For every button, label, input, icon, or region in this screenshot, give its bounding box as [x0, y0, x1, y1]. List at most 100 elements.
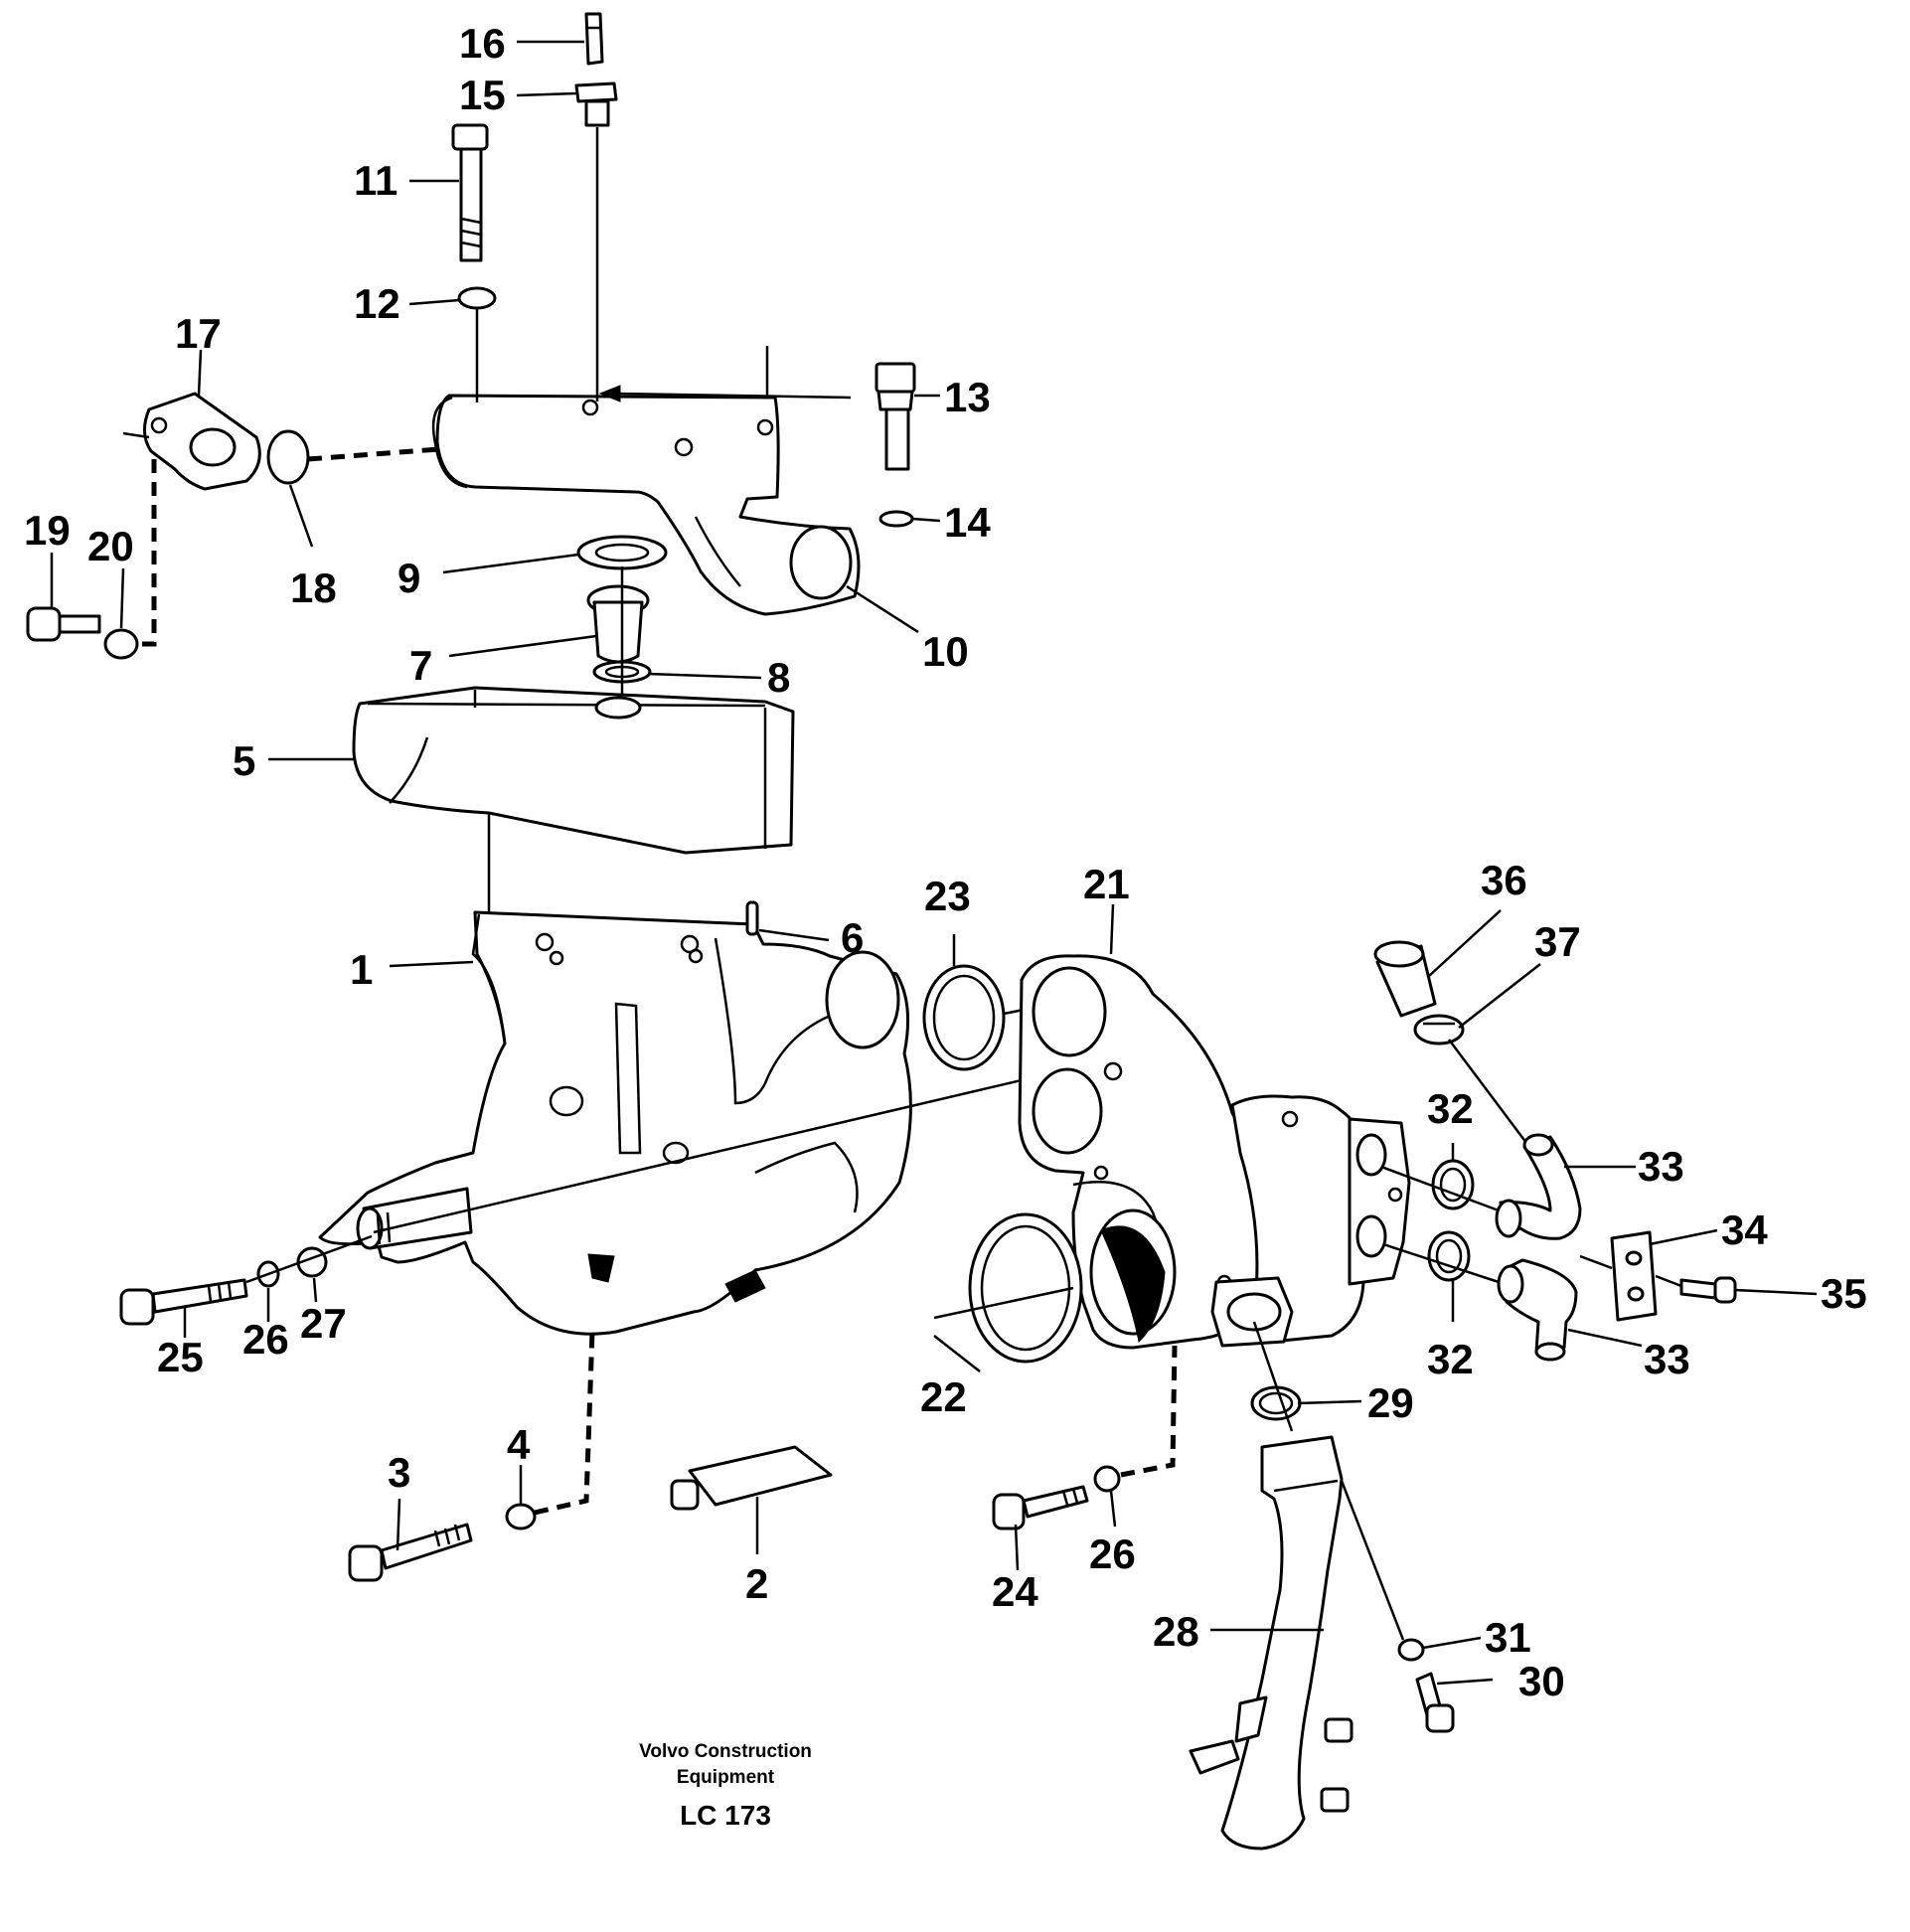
leader-30	[1436, 1678, 1494, 1686]
axis-line-32-upper	[1380, 1165, 1500, 1212]
dashed-line-17-20	[137, 459, 157, 647]
callout-5: 5	[233, 737, 255, 784]
callout-8: 8	[767, 654, 790, 701]
part-2-sealant-tube	[670, 1445, 833, 1511]
callout-34: 34	[1721, 1207, 1768, 1253]
callout-25: 25	[157, 1334, 204, 1380]
part-23-o-ring	[922, 964, 1006, 1071]
leader-37	[1458, 963, 1541, 1029]
callout-11: 11	[354, 157, 398, 204]
arrow-13	[598, 385, 621, 402]
callout-24: 24	[992, 1568, 1038, 1615]
callout-26-right: 26	[1089, 1530, 1136, 1577]
part-10-thermostat-housing	[431, 394, 861, 616]
axis-line-outlet-to-28	[1252, 1321, 1294, 1432]
callout-31: 31	[1485, 1614, 1531, 1661]
callout-37: 37	[1534, 918, 1581, 965]
part-3-bolt	[348, 1523, 473, 1582]
callout-36: 36	[1481, 857, 1527, 903]
part-28-pipe	[1189, 1435, 1353, 1851]
leader-3	[396, 1498, 401, 1551]
part-1-pump-housing	[318, 910, 912, 1336]
leader-27	[312, 1277, 318, 1303]
callout-33-lower: 33	[1644, 1336, 1690, 1382]
part-12-washer	[457, 286, 497, 310]
callout-29: 29	[1367, 1379, 1414, 1426]
leader-7	[448, 634, 597, 658]
callout-32-upper: 32	[1427, 1085, 1474, 1132]
callout-7: 7	[409, 642, 432, 689]
leader-17	[197, 349, 203, 397]
part-18-o-ring	[266, 429, 310, 485]
callout-30: 30	[1518, 1658, 1565, 1704]
callout-26-left: 26	[242, 1316, 289, 1363]
part-33-hose-upper	[1495, 1133, 1582, 1240]
part-33-hose-lower	[1497, 1258, 1578, 1362]
part-31-washer	[1397, 1638, 1425, 1662]
part-25-bolt	[119, 1278, 248, 1326]
callout-22: 22	[920, 1373, 967, 1420]
axis-line-34	[1579, 1254, 1613, 1270]
leader-10	[846, 584, 919, 634]
callout-18: 18	[290, 564, 337, 611]
callout-19: 19	[24, 507, 71, 554]
callout-21: 21	[1083, 861, 1130, 907]
leader-34	[1649, 1228, 1718, 1246]
callout-35: 35	[1821, 1270, 1867, 1317]
dashed-line-18-housing	[307, 446, 440, 462]
callout-32-lower: 32	[1427, 1336, 1474, 1382]
callout-17: 17	[175, 310, 222, 357]
part-37-hose-clamp	[1413, 1014, 1465, 1046]
dashed-line-26-cover	[1120, 1345, 1178, 1478]
callout-13: 13	[944, 374, 991, 420]
axis-line-32-lower	[1382, 1242, 1500, 1284]
callout-1: 1	[350, 946, 373, 993]
leader-21	[1109, 903, 1115, 955]
part-36-hose-cap	[1373, 940, 1437, 1018]
callout-9: 9	[398, 555, 420, 601]
leader-15	[516, 91, 577, 97]
pump-rear-housing	[1230, 1094, 1411, 1344]
part-24-bolt	[992, 1485, 1089, 1530]
callout-16: 16	[459, 20, 506, 67]
part-15-nut	[574, 81, 618, 127]
callout-2: 2	[745, 1560, 768, 1607]
callout-14: 14	[944, 499, 991, 546]
leader-6	[758, 928, 830, 942]
callout-15: 15	[459, 72, 506, 118]
part-35-screw	[1679, 1276, 1737, 1304]
part-11-bolt	[451, 123, 489, 262]
axis-line-35	[1655, 1274, 1682, 1288]
leader-22	[933, 1335, 981, 1372]
leader-13-arrow	[613, 392, 852, 400]
part-19-bolt	[26, 606, 101, 642]
callout-6: 6	[841, 914, 864, 961]
leader-18	[288, 484, 314, 548]
axis-line-28-to-31	[1340, 1480, 1405, 1641]
part-7-thermostat	[586, 584, 650, 664]
axis-line-22-to-21	[933, 1286, 1074, 1320]
axis-line-25-to-body	[245, 1234, 373, 1284]
leader-33-lower	[1567, 1328, 1643, 1348]
leader-12	[408, 298, 460, 306]
leader-8	[647, 672, 762, 680]
leader-24	[1014, 1524, 1020, 1571]
leader-9	[442, 553, 579, 574]
part-16-sensor-pin	[584, 12, 604, 66]
part-13-temperature-sensor	[875, 362, 916, 471]
callout-23: 23	[924, 873, 971, 919]
part-22-o-ring	[968, 1212, 1083, 1364]
part-30-bolt	[1415, 1672, 1455, 1733]
part-26-washer-right	[1093, 1465, 1121, 1493]
part-5-housing-cover	[352, 686, 795, 855]
footer-company-line1: Volvo Construction	[639, 1741, 812, 1762]
pump-outlet-port	[1210, 1276, 1294, 1348]
footer-code: LC 173	[680, 1800, 771, 1831]
part-34-bracket	[1610, 1230, 1658, 1322]
part-29-o-ring	[1250, 1385, 1302, 1421]
part-14-seal-ring	[878, 510, 914, 528]
leader-36	[1428, 909, 1502, 977]
part-9-gasket	[576, 535, 668, 570]
leader-1	[389, 960, 474, 968]
